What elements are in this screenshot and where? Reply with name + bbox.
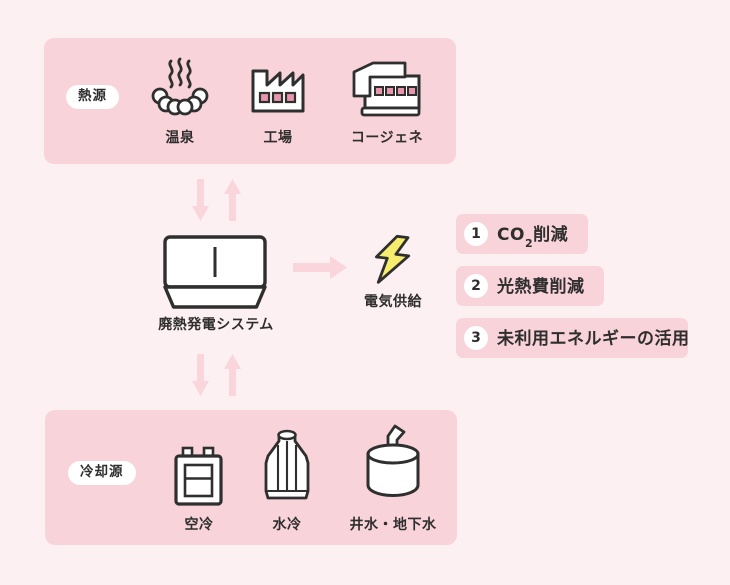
benefit-text: 光熱費削減 xyxy=(497,277,585,298)
cooling-down-arrow-icon xyxy=(192,354,209,396)
cooling-up-arrow-icon xyxy=(224,354,241,396)
cogeneration-icon xyxy=(352,61,421,117)
system-label: 廃熱発電システム xyxy=(158,317,274,333)
factory-icon xyxy=(251,69,305,113)
benefit-number-badge: 1 xyxy=(464,222,488,246)
lightning-icon xyxy=(374,234,411,284)
heat-source-label-pill: 熱源 xyxy=(66,85,119,109)
cooling-source-label-pill: 冷却源 xyxy=(68,461,136,485)
water-cooling-icon xyxy=(264,429,310,500)
hot-spring-icon xyxy=(151,57,209,116)
electricity-right-arrow-icon xyxy=(293,256,347,279)
heat-source-label: 熱源 xyxy=(78,88,107,104)
benefit-number-badge: 3 xyxy=(464,326,488,350)
benefit-number-badge: 2 xyxy=(464,274,488,298)
cooling-source-panel: 冷却源 空冷 水冷 xyxy=(45,410,457,545)
benefit-item-1: 1 CO2削減 xyxy=(456,214,588,254)
heat-down-arrow-icon xyxy=(192,179,209,221)
benefit-text: CO2削減 xyxy=(497,225,569,250)
electricity-label: 電気供給 xyxy=(364,294,422,310)
factory-label: 工場 xyxy=(263,130,293,146)
cogeneration-label: コージェネ xyxy=(350,130,424,146)
benefit-item-3: 3 未利用エネルギーの活用 xyxy=(456,318,690,358)
well-water-icon xyxy=(366,424,420,498)
air-cooling-label: 空冷 xyxy=(184,517,214,533)
cooling-source-label: 冷却源 xyxy=(80,464,124,480)
benefit-item-2: 2 光熱費削減 xyxy=(456,266,604,306)
hot-spring-label: 温泉 xyxy=(165,130,195,146)
well-water-label: 井水・地下水 xyxy=(349,517,437,533)
generator-unit-icon xyxy=(163,235,267,309)
benefit-text: 未利用エネルギーの活用 xyxy=(497,329,690,350)
heat-source-panel: 熱源 温泉 工場 xyxy=(44,38,456,164)
heat-up-arrow-icon xyxy=(224,179,241,221)
water-cooling-label: 水冷 xyxy=(272,517,302,533)
air-cooling-icon xyxy=(174,446,223,506)
